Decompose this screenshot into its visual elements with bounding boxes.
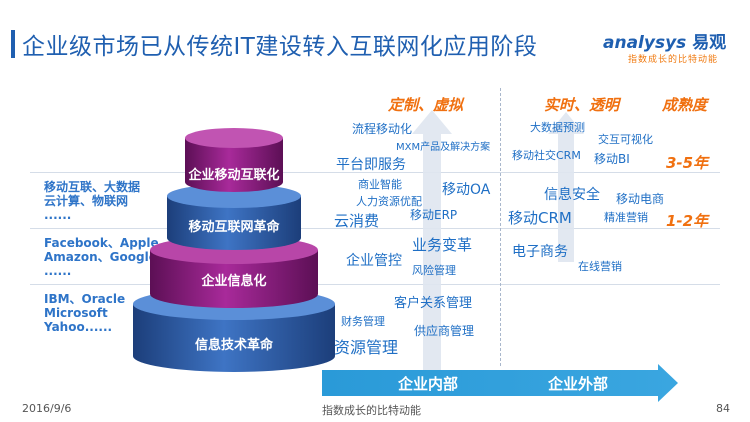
- keyword: 移动OA: [442, 182, 491, 198]
- page-title: 企业级市场已从传统IT建设转入互联网化应用阶段: [22, 34, 538, 60]
- left-label-line: Amazon、Google: [44, 250, 157, 264]
- page-number: 84: [716, 402, 730, 415]
- keyword: 大数据预测: [530, 121, 585, 134]
- title-accent-bar: [11, 30, 15, 58]
- keyword: 风险管理: [412, 264, 456, 277]
- pyramid-tier-mobile-revolution: [167, 184, 301, 250]
- keyword: 企业管控: [346, 253, 402, 269]
- footer-tagline: 指数成长的比特动能: [322, 404, 421, 417]
- label-internal: 企业内部: [398, 375, 459, 393]
- inside-outside-arrow: [322, 364, 678, 402]
- left-label-line: 云计算、物联网: [44, 194, 129, 208]
- footer-date: 2016/9/6: [22, 402, 72, 415]
- keyword: 交互可视化: [598, 133, 653, 146]
- keyword: 财务管理: [341, 315, 385, 328]
- maturity-1-2-years: 1-2年: [666, 212, 709, 230]
- keyword: 客户关系管理: [394, 296, 473, 311]
- up-arrow-external: [548, 112, 584, 262]
- keyword: 移动ERP: [410, 208, 458, 222]
- left-label-group: IBM、Oracle Microsoft Yahoo......: [44, 292, 125, 334]
- keyword: 移动CRM: [508, 209, 572, 227]
- left-label-line: 移动互联、大数据: [44, 180, 141, 194]
- left-label-line: Facebook、Apple: [44, 236, 159, 250]
- tier-label-informatization: 企业信息化: [201, 274, 267, 289]
- keyword: 平台即服务: [336, 157, 406, 173]
- pyramid-tier-enterprise-mobile: [185, 128, 283, 192]
- logo-brand: 易观: [692, 33, 727, 53]
- left-label-line: IBM、Oracle: [44, 292, 126, 306]
- tier-label-enterprise-mobile: 企业移动互联化: [188, 168, 280, 183]
- left-label-line: Yahoo......: [44, 320, 113, 334]
- logo-tagline: 指数成长的比特动能: [628, 55, 719, 65]
- header-maturity: 成熟度: [662, 96, 708, 114]
- header-realtime-transparent: 实时、透明: [544, 96, 620, 114]
- column-divider: [500, 88, 501, 366]
- up-arrow-internal: [412, 110, 452, 370]
- left-label-line: ......: [44, 264, 72, 278]
- label-external: 企业外部: [548, 375, 609, 393]
- keyword: MXM产品及解决方案: [396, 142, 491, 153]
- keyword: 移动BI: [594, 152, 630, 166]
- maturity-3-5-years: 3-5年: [666, 154, 709, 172]
- grid-line: [30, 172, 720, 173]
- keyword: 在线营销: [578, 260, 622, 273]
- keyword: 人力资源优配: [356, 195, 422, 208]
- grid-line: [30, 228, 720, 229]
- keyword: 流程移动化: [352, 122, 413, 136]
- tier-label-mobile-revolution: 移动互联网革命: [188, 220, 280, 235]
- keyword: 电子商务: [512, 244, 568, 260]
- keyword: 业务变革: [412, 236, 473, 254]
- logo-wordmark: analysys: [603, 33, 687, 53]
- keyword: 精准营销: [604, 211, 648, 224]
- left-label-group: 移动互联、大数据 云计算、物联网 ......: [44, 180, 140, 222]
- keyword: 移动社交CRM: [512, 149, 581, 162]
- keyword: 商业智能: [358, 178, 402, 191]
- header-customized-virtual: 定制、虚拟: [388, 96, 464, 114]
- keyword: 资源管理: [334, 338, 399, 357]
- grid-line: [30, 284, 720, 285]
- left-label-line: Microsoft: [44, 306, 108, 320]
- keyword: 信息安全: [544, 187, 600, 203]
- keyword: 供应商管理: [414, 324, 475, 338]
- keyword: 云消费: [334, 212, 380, 230]
- left-label-group: Facebook、Apple Amazon、Google ......: [44, 236, 159, 278]
- tier-label-it-revolution: 信息技术革命: [194, 338, 273, 353]
- keyword: 移动电商: [616, 192, 665, 206]
- left-label-line: ......: [44, 208, 72, 222]
